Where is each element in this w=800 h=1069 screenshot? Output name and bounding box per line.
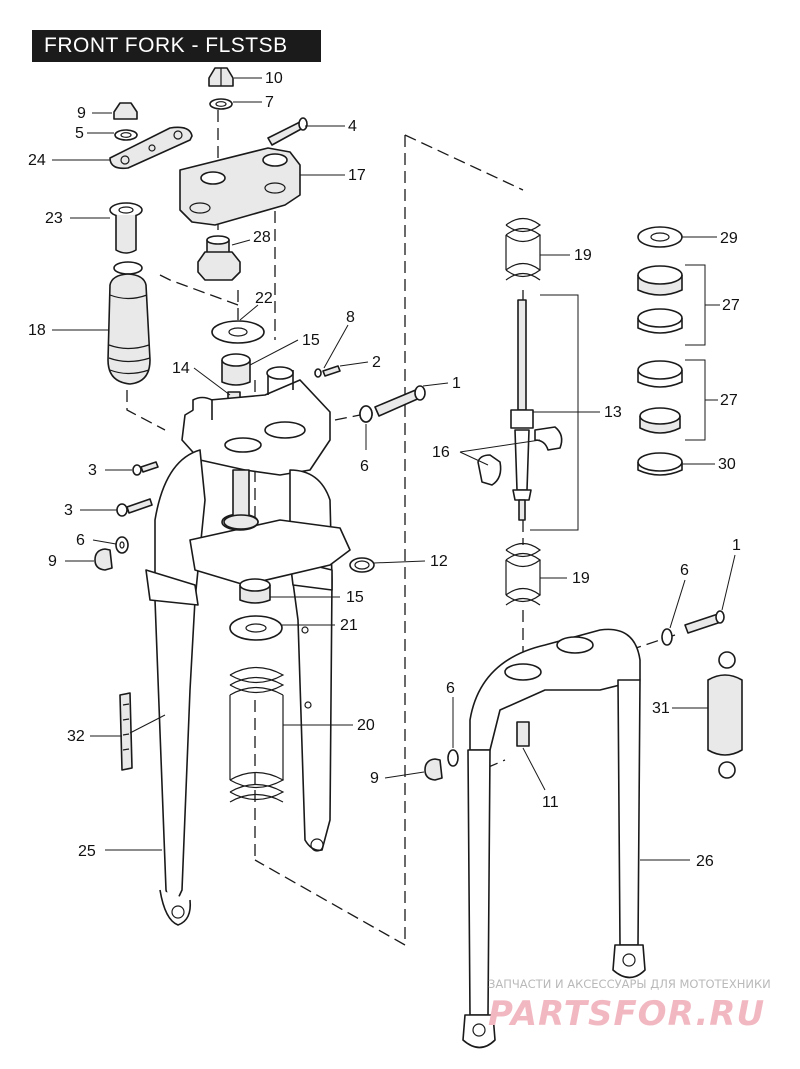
- callout-9-right: 9: [370, 770, 379, 787]
- fork-leg-26-right: [612, 679, 646, 979]
- spring-19-lower: [505, 542, 541, 606]
- callout-6-mid: 6: [360, 458, 369, 475]
- callout-6-right-low: 6: [446, 680, 455, 697]
- label-32: [119, 692, 133, 771]
- callout-26: 26: [696, 853, 714, 870]
- callout-11: 11: [542, 794, 559, 811]
- spring-19-upper: [505, 217, 541, 281]
- acorn-nut-9-top: [113, 102, 138, 120]
- callout-29: 29: [720, 230, 738, 247]
- washer-22: [211, 320, 265, 344]
- callout-32: 32: [67, 728, 85, 745]
- callout-4: 4: [348, 118, 357, 135]
- callout-22: 22: [255, 290, 273, 307]
- callout-16: 16: [432, 444, 450, 461]
- callout-6-right-up: 6: [680, 562, 689, 579]
- bearing-27-lower: [637, 360, 683, 434]
- callout-5: 5: [75, 125, 84, 142]
- acorn-nut-9-right: [424, 758, 443, 781]
- screw-8-2: [314, 365, 341, 378]
- callout-9-left: 9: [48, 553, 57, 570]
- acorn-nut-9-left: [94, 548, 113, 571]
- callout-21: 21: [340, 617, 358, 634]
- watermark-logo: PARTSFOR.RU: [488, 994, 765, 1034]
- callout-1-lower: 1: [732, 537, 741, 554]
- washer-6-right-up: [661, 628, 673, 646]
- callout-9-top: 9: [77, 105, 86, 122]
- stem-bearing: [223, 469, 259, 530]
- clip-12: [349, 557, 375, 573]
- fork-leg-26-left: [462, 749, 496, 1049]
- top-clamp-17: [179, 147, 301, 226]
- washer-6-mid: [359, 405, 373, 423]
- washer-7: [209, 98, 233, 110]
- washer-21: [229, 615, 283, 641]
- spring-20: [229, 666, 285, 803]
- callout-14: 14: [172, 360, 190, 377]
- seal-29: [637, 226, 683, 248]
- acorn-nut-10: [208, 67, 234, 87]
- callout-13: 13: [604, 404, 622, 421]
- assembly-dashed-lines: [126, 110, 676, 947]
- stem-rod-13: [510, 299, 534, 521]
- fork-boot-18: [107, 261, 151, 385]
- callout-20: 20: [357, 717, 375, 734]
- washer-6-right-low: [447, 749, 459, 767]
- callout-7: 7: [265, 94, 274, 111]
- callout-27-upper: 27: [722, 297, 740, 314]
- leader-lines: [52, 77, 736, 861]
- washer-6-left: [115, 536, 129, 554]
- bushing-15-upper: [221, 353, 251, 386]
- collets-16: [477, 426, 563, 486]
- washer-5: [114, 129, 138, 141]
- bolt-1-lower: [684, 610, 725, 634]
- callout-3-lower: 3: [64, 502, 73, 519]
- bushing-15-lower: [239, 578, 271, 604]
- callout-17: 17: [348, 167, 366, 184]
- watermark-tagline: ЗАПЧАСТИ И АКСЕССУАРЫ ДЛЯ МОТОТЕХНИКИ: [488, 977, 771, 991]
- fork-leg-25: [145, 449, 206, 926]
- callout-23: 23: [45, 210, 63, 227]
- damper-31: [707, 651, 743, 779]
- seal-30: [637, 452, 683, 476]
- callout-1-upper: 1: [452, 375, 461, 392]
- nut-28: [197, 235, 241, 281]
- callout-6-left: 6: [76, 532, 85, 549]
- bolt-4: [267, 117, 308, 146]
- sleeve-23: [109, 202, 143, 254]
- callout-3-upper: 3: [88, 462, 97, 479]
- callout-31: 31: [652, 700, 670, 717]
- callout-12: 12: [430, 553, 448, 570]
- callout-25: 25: [78, 843, 96, 860]
- stud-11: [516, 721, 530, 747]
- callout-15-lower: 15: [346, 589, 364, 606]
- callout-24: 24: [28, 152, 46, 169]
- watermark: ЗАПЧАСТИ И АКСЕССУАРЫ ДЛЯ МОТОТЕХНИКИ PA…: [488, 977, 771, 1034]
- callout-18: 18: [28, 322, 46, 339]
- callout-19-lower: 19: [572, 570, 590, 587]
- diagram-title: FRONT FORK - FLSTSB: [32, 30, 321, 62]
- fork-bracket-assembly: [181, 366, 331, 476]
- fork-bracket-26: [469, 628, 641, 751]
- callout-8: 8: [346, 309, 355, 326]
- callout-19-upper: 19: [574, 247, 592, 264]
- callout-10: 10: [265, 70, 283, 87]
- bracket-plate-24: [109, 126, 193, 170]
- screws-3: [116, 461, 159, 517]
- callout-15-upper: 15: [302, 332, 320, 349]
- callout-27-lower: 27: [720, 392, 738, 409]
- callout-numbers: 10 7 9 5 4 24 17 23 28 19 29 27 22 18 8 …: [28, 70, 741, 870]
- bearing-27-upper: [637, 265, 683, 334]
- callout-2: 2: [372, 354, 381, 371]
- callout-30: 30: [718, 456, 736, 473]
- callout-28: 28: [253, 229, 271, 246]
